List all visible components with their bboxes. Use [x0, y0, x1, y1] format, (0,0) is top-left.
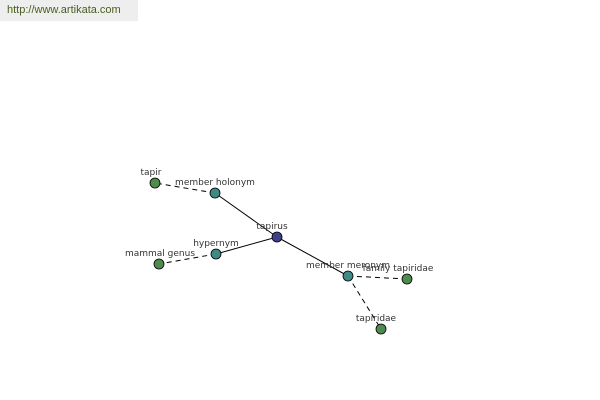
node-member-meronym[interactable] [342, 270, 354, 282]
node-tapiridae[interactable] [375, 323, 387, 335]
node-label-tapir: tapir [141, 168, 162, 178]
node-label-tapirus: tapirus [256, 222, 288, 232]
edge-hypernym-to-mammal-genus [158, 253, 217, 265]
node-tapir[interactable] [149, 177, 161, 189]
edge-member-meronym-to-family-tapiridae [347, 275, 408, 280]
node-mammal-genus[interactable] [153, 258, 165, 270]
node-tapirus[interactable] [271, 231, 283, 243]
node-hypernym[interactable] [210, 248, 222, 260]
edge-member-holonym-to-tapir [154, 182, 216, 194]
edge-tapirus-to-member-holonym [214, 192, 278, 238]
source-url[interactable]: http://www.artikata.com [0, 0, 138, 21]
node-family-tapiridae[interactable] [401, 273, 413, 285]
edge-member-meronym-to-tapiridae [347, 275, 382, 330]
node-label-tapiridae: tapiridae [356, 314, 397, 324]
edges-layer [154, 182, 408, 330]
node-label-member-meronym: member meronym [306, 261, 390, 271]
edge-tapirus-to-hypernym [215, 236, 278, 255]
node-label-family-tapiridae: family tapiridae [363, 264, 434, 274]
nodes-layer [149, 177, 413, 335]
edge-tapirus-to-member-meronym [276, 236, 349, 277]
node-member-holonym[interactable] [209, 187, 221, 199]
labels-layer: tapirus member holonym hypernym member mero… [125, 168, 434, 324]
node-label-member-holonym: member holonym [175, 178, 255, 188]
node-label-mammal-genus: mammal genus [125, 249, 195, 259]
node-label-hypernym: hypernym [193, 239, 239, 249]
